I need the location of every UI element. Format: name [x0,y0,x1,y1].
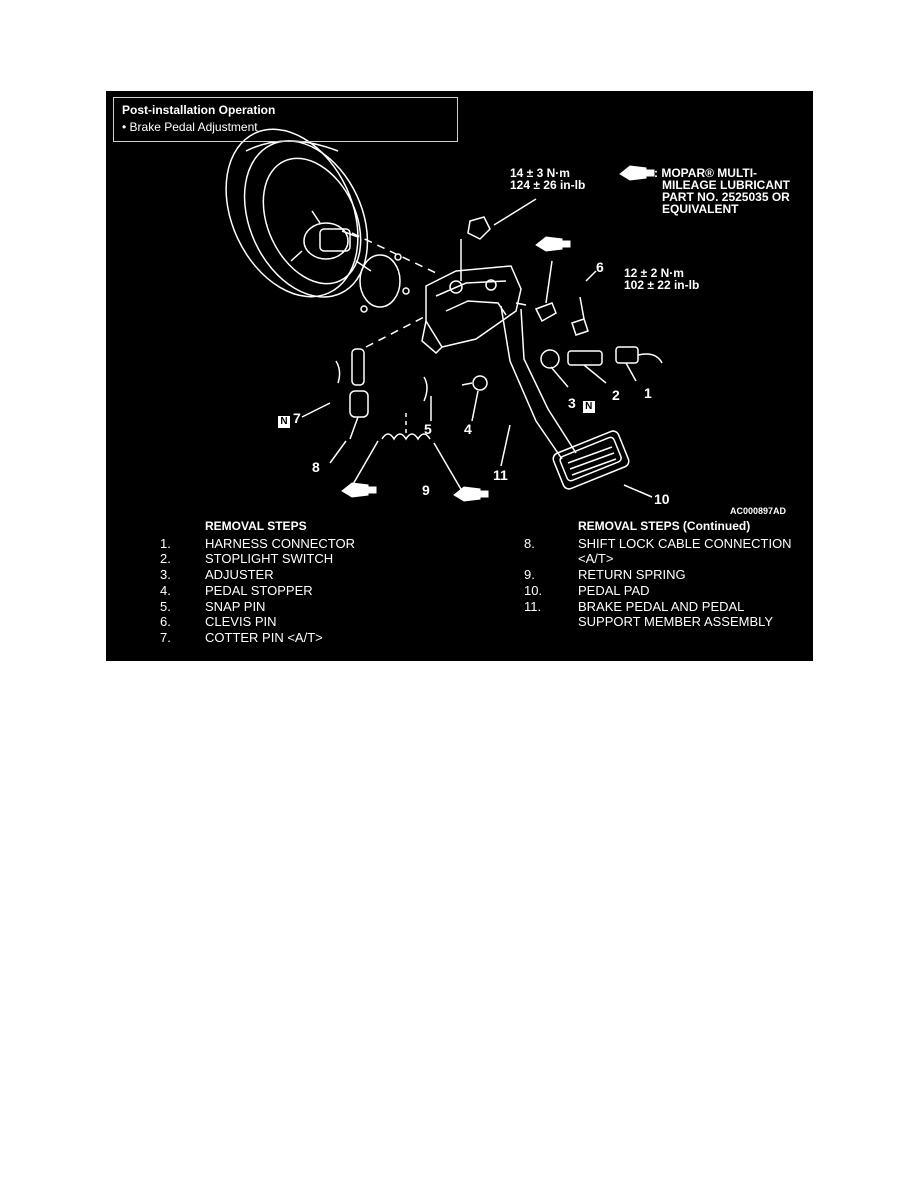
n-badge-3: N [582,401,595,413]
lubricant-note: : MOPAR® MULTI- MILEAGE LUBRICANT PART N… [654,166,790,216]
mounting-nut [467,216,491,240]
lubricant-gun-icon [341,482,377,498]
torque-spec-clevis: 12 ± 2 N·m 102 ± 22 in-lb [624,266,700,292]
step-row: 10.PEDAL PAD [524,582,650,598]
callout-8: 8 [312,459,320,475]
callout-10: 10 [654,491,670,507]
torque-spec-nut: 14 ± 3 N·m 124 ± 26 in-lb [510,166,586,192]
clevis-bolt [571,318,589,336]
removal-steps-right: REMOVAL STEPS (Continued) 8.SHIFT LOCK C… [524,519,792,630]
callout-11: 11 [493,467,508,483]
removal-steps-left: REMOVAL STEPS 1.HARNESS CONNECTOR 2.STOP… [160,519,355,646]
cotter-pin-part [335,360,341,384]
step-row: 3.ADJUSTER [160,567,274,583]
stoplight-switch-part [567,350,603,366]
snap-pin-part [423,376,428,402]
callout-3: 3 N [568,395,598,413]
step-row: 8.SHIFT LOCK CABLE CONNECTION [524,535,792,551]
post-installation-title: Post-installation Operation [122,103,276,117]
shift-lock-clevis [351,348,365,386]
clevis-pin-part [534,302,557,323]
callout-5: 5 [424,421,432,437]
exploded-view-drawing [225,128,663,502]
return-spring-part [381,433,431,441]
step-row: 1.HARNESS CONNECTOR [160,535,356,551]
pedal-stopper-part [472,375,488,391]
callout-9: 9 [422,482,430,498]
step-row: <A/T> [578,551,614,567]
step-row: 7.COTTER PIN <A/T> [160,629,323,645]
brake-pedal-arm [500,302,577,460]
lubricant-gun-icon [535,236,571,252]
callout-1: 1 [644,385,652,401]
step-row: 5.SNAP PIN [160,598,266,614]
step-row: SUPPORT MEMBER ASSEMBLY [578,614,774,630]
removal-steps-continued-heading: REMOVAL STEPS (Continued) [578,519,751,533]
booster-gasket [359,254,401,308]
callout-4: 4 [464,421,472,437]
post-installation-item: • Brake Pedal Adjustment [122,120,258,134]
shift-lock-cable-part [349,390,369,418]
lubricant-gun-icon [453,486,489,502]
pedal-pad [552,430,630,490]
step-row: 2.STOPLIGHT SWITCH [160,551,334,567]
adjuster-part [540,349,560,369]
callout-2: 2 [612,387,620,403]
callout-6: 6 [596,259,604,275]
step-row: 11.BRAKE PEDAL AND PEDAL [524,598,745,614]
removal-steps-heading: REMOVAL STEPS [205,519,307,533]
step-row: 4.PEDAL STOPPER [160,582,313,598]
pedal-support-bracket [421,265,522,355]
step-row: 9.RETURN SPRING [524,567,686,583]
lubricant-gun-icon [619,165,655,181]
figure-code: AC000897AD [730,506,787,516]
harness-connector-part [615,346,639,364]
post-installation-box: Post-installation Operation • Brake Peda… [113,97,458,142]
brake-pedal-diagram: Post-installation Operation • Brake Peda… [106,91,813,661]
n-badge-7: N [278,416,290,428]
step-row: 6.CLEVIS PIN [160,614,277,630]
